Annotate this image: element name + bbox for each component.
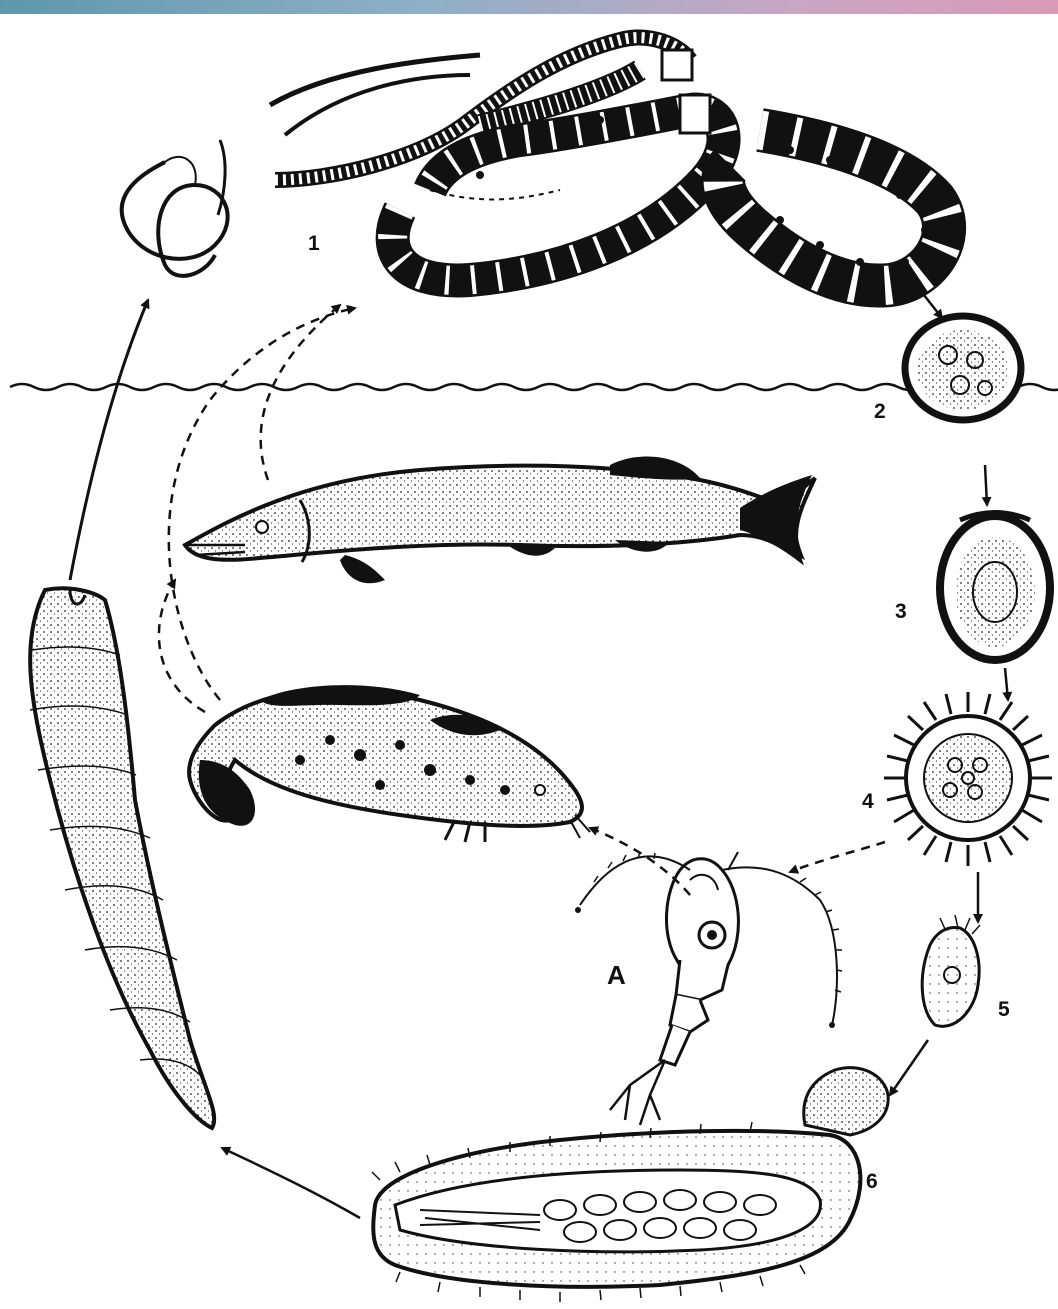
host-label-a: A bbox=[607, 960, 626, 991]
arrow-3-to-4 bbox=[1005, 668, 1008, 700]
arrow-1-to-2 bbox=[920, 290, 942, 318]
egg-stage-3-illustration bbox=[940, 513, 1050, 661]
second-fish-illustration bbox=[189, 685, 590, 842]
egg-stage-2-illustration bbox=[905, 316, 1021, 420]
stage-label-5: 5 bbox=[998, 998, 1010, 1022]
arrow-5-to-6 bbox=[890, 1040, 928, 1095]
arrow-ruffe-to-pike bbox=[159, 580, 205, 712]
plerocercoid-large-illustration bbox=[30, 588, 214, 1128]
stage-label-4: 4 bbox=[862, 790, 874, 814]
stage-label-1: 1 bbox=[308, 232, 320, 256]
procercoid-stage-5-illustration bbox=[922, 915, 980, 1026]
stage-label-2: 2 bbox=[874, 400, 886, 424]
stage-label-3: 3 bbox=[895, 600, 907, 624]
arrow-4-to-copepod bbox=[790, 842, 885, 872]
water-surface-line bbox=[10, 384, 1058, 390]
stage-label-6: 6 bbox=[866, 1170, 878, 1194]
coracidium-stage-4-illustration bbox=[884, 692, 1052, 866]
arrow-pike-to-adult bbox=[261, 305, 340, 480]
pike-fish-illustration bbox=[185, 456, 815, 583]
plerocercoid-stage-6-illustration bbox=[372, 1068, 888, 1302]
larva-loop-illustration bbox=[122, 140, 228, 276]
arrow-6-to-larva bbox=[222, 1148, 360, 1218]
arrow-2-to-3 bbox=[985, 465, 987, 505]
arrow-to-larva-loop bbox=[70, 300, 148, 580]
adult-tapeworm-illustration bbox=[270, 38, 944, 286]
